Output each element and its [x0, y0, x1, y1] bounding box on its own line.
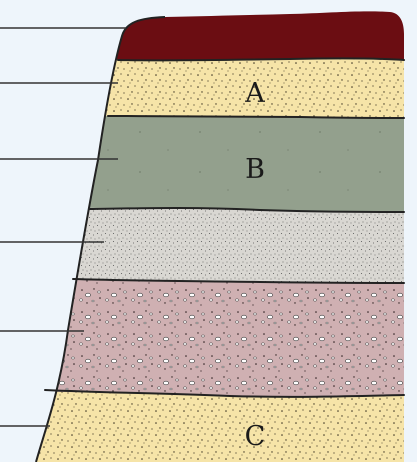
label-b: B: [245, 154, 265, 185]
label-a: A: [244, 78, 265, 109]
layer-c-sand: [0, 390, 417, 462]
label-c: C: [245, 421, 266, 452]
